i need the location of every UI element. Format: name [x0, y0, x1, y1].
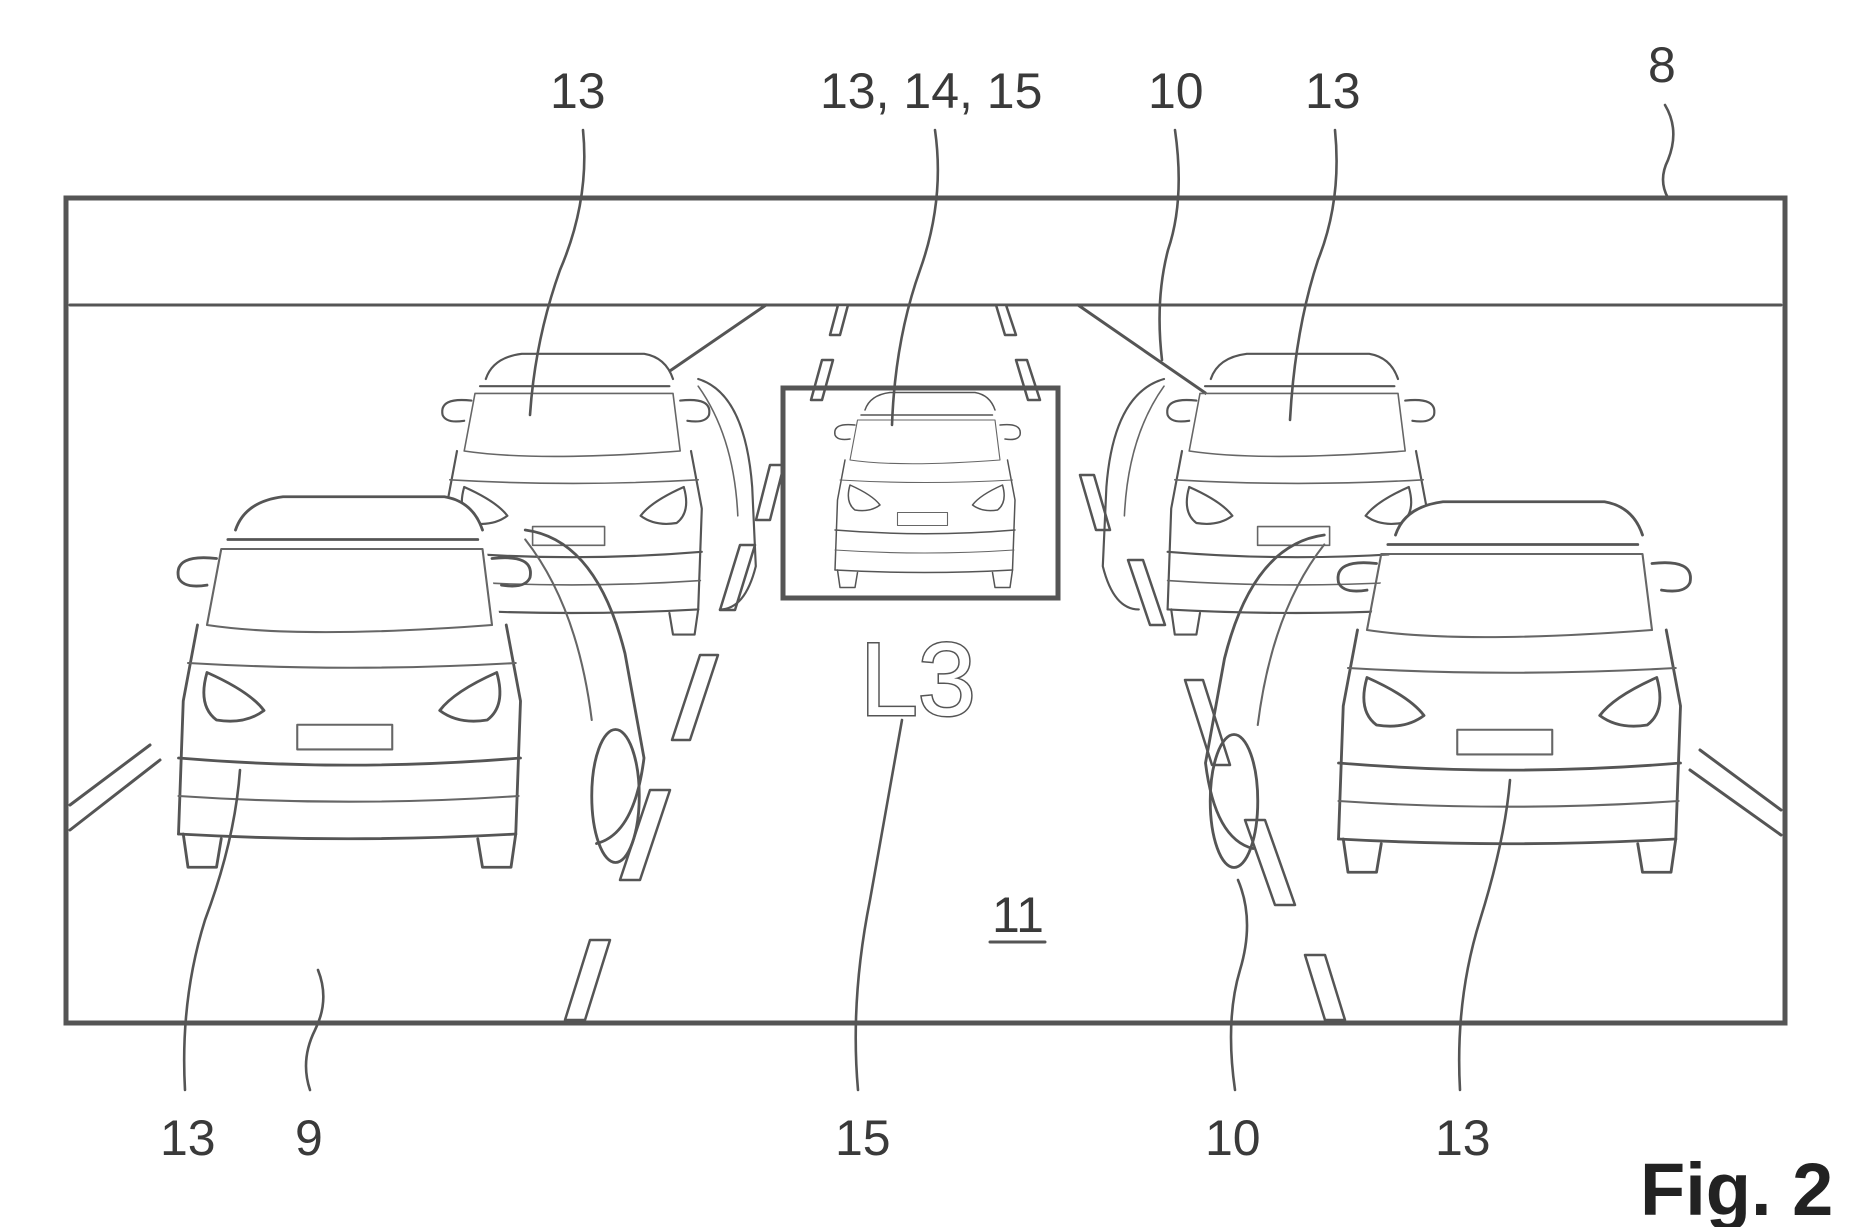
ref-label-13-bottom-right: 13	[1435, 1110, 1491, 1166]
ref-label-10-bottom: 10	[1205, 1110, 1261, 1166]
vehicle-target	[835, 393, 1021, 588]
automation-level-marking: L3	[860, 622, 976, 738]
ref-label-11: 11	[992, 887, 1044, 943]
vehicle-right-front	[1206, 502, 1691, 873]
road-edge-right-far	[1690, 770, 1781, 835]
leader-13-14-15	[892, 130, 938, 425]
ref-label-13-14-15: 13, 14, 15	[820, 63, 1042, 119]
leader-10-top	[1160, 130, 1179, 360]
ref-label-15: 15	[835, 1110, 891, 1166]
ref-label-8: 8	[1648, 37, 1676, 93]
leader-9	[306, 970, 323, 1090]
road-edge-right-far-2	[1700, 750, 1781, 810]
ref-label-9: 9	[295, 1110, 323, 1166]
leader-10-bottom	[1231, 880, 1247, 1090]
leader-15	[856, 720, 902, 1090]
ref-label-13-bottom-left: 13	[160, 1110, 216, 1166]
leader-8	[1663, 105, 1673, 198]
figure-caption: Fig. 2	[1640, 1148, 1833, 1227]
vehicle-left-front	[178, 497, 644, 868]
ref-label-13-top-left: 13	[550, 63, 606, 119]
ref-label-10-top: 10	[1148, 63, 1204, 119]
road-edge-left-far-2	[70, 745, 150, 805]
ref-label-13-top-right: 13	[1305, 63, 1361, 119]
